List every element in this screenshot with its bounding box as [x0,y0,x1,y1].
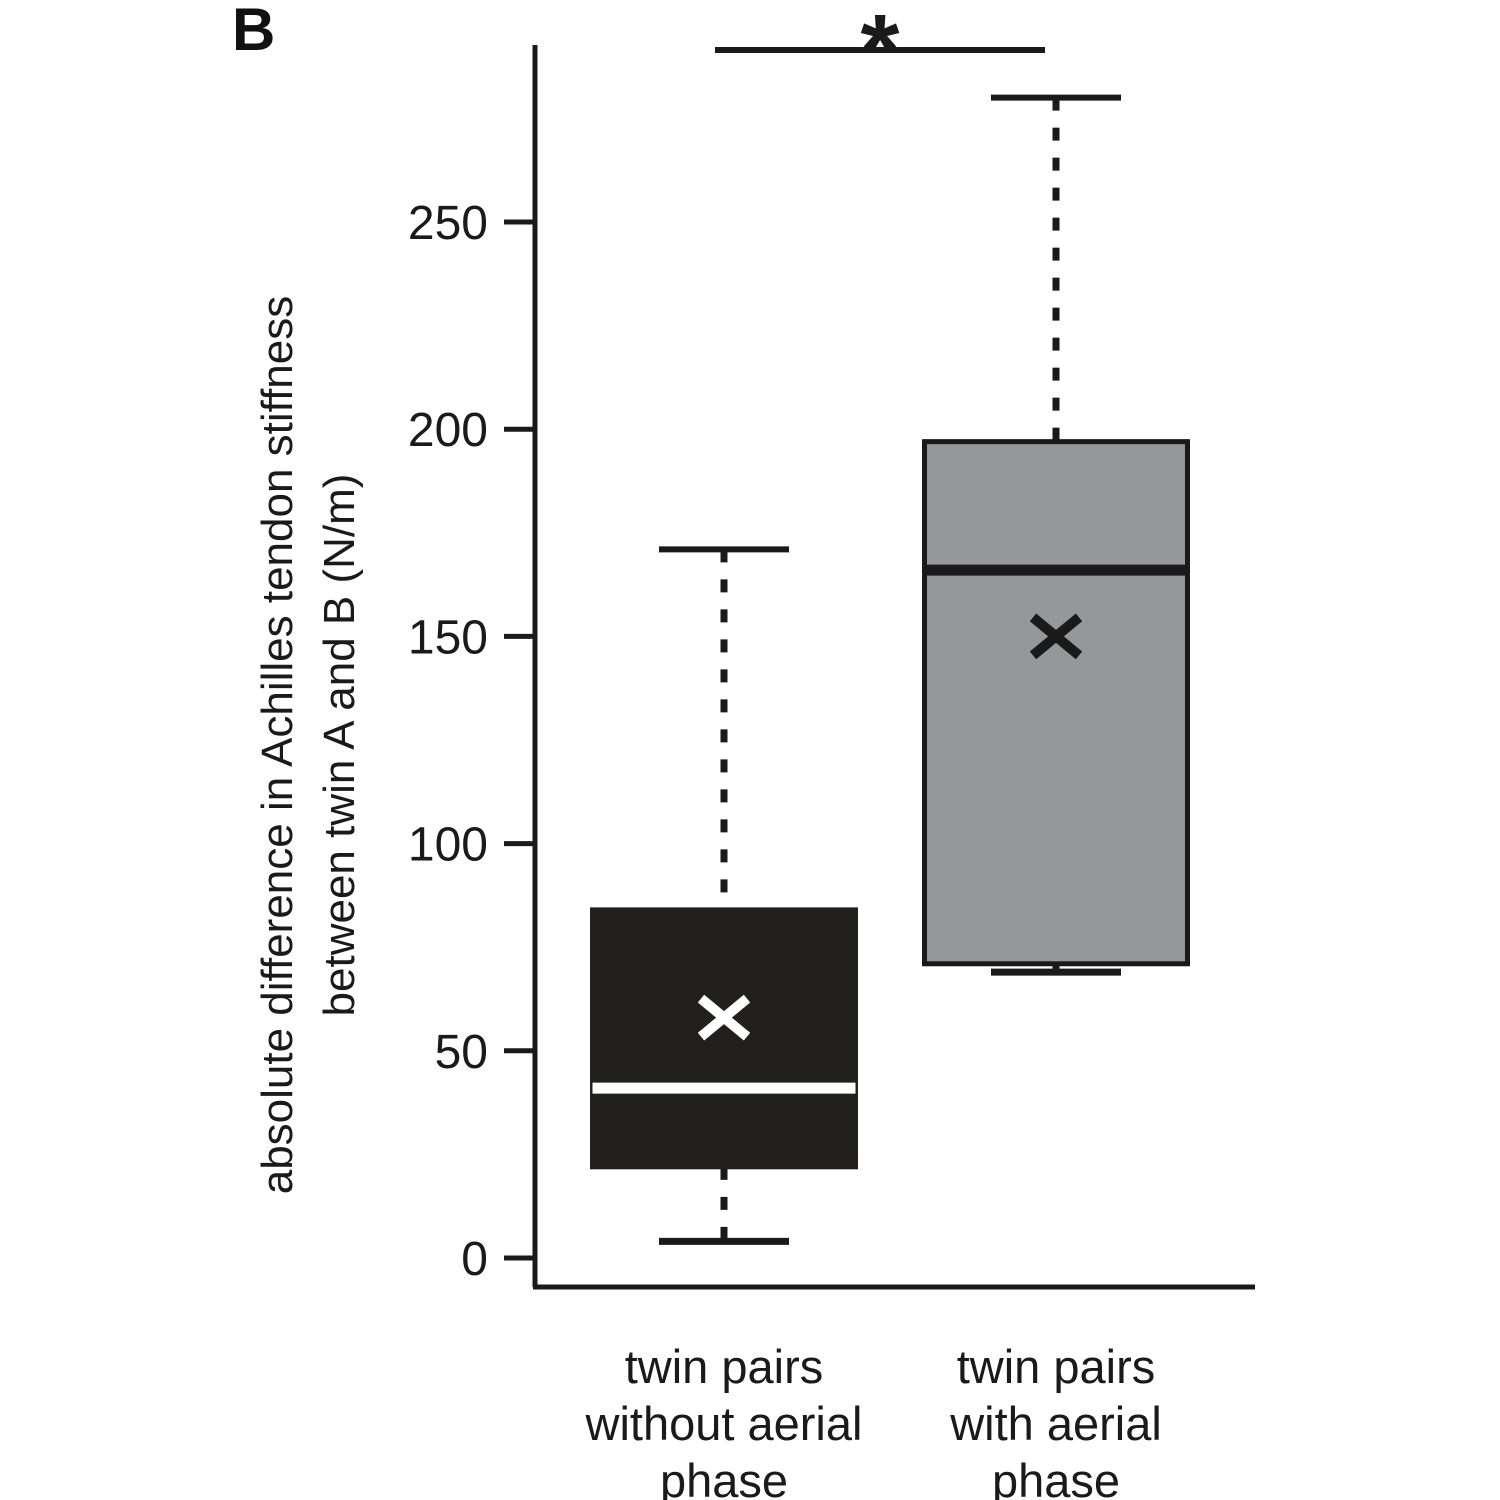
mean-marker-x [697,994,751,1041]
category-label: phase [992,1454,1120,1500]
mean-marker-x [1029,613,1083,660]
category-label: twin pairs [957,1340,1156,1393]
y-tick-label: 0 [461,1233,488,1286]
box-rect [922,439,1190,967]
y-tick-label: 150 [408,611,488,664]
y-tick-label: 100 [408,819,488,872]
category-label: twin pairs [625,1340,824,1393]
significance-asterisk: * [861,0,900,106]
category-label: phase [660,1454,788,1500]
box-rect [590,907,858,1170]
y-axis-label-line: absolute difference in Achilles tendon s… [253,296,302,1195]
y-axis-label: absolute difference in Achilles tendon s… [253,296,364,1195]
panel-label: B [232,0,276,63]
y-tick-label: 200 [408,404,488,457]
category-label: without aerial [585,1397,863,1450]
y-tick-label: 50 [435,1026,488,1079]
y-axis-label-line: between twin A and B (N/m) [315,474,364,1017]
box-series-1 [922,94,1190,976]
box-series-0 [590,546,858,1245]
category-label: with aerial [949,1397,1162,1450]
y-tick-label: 250 [408,197,488,250]
